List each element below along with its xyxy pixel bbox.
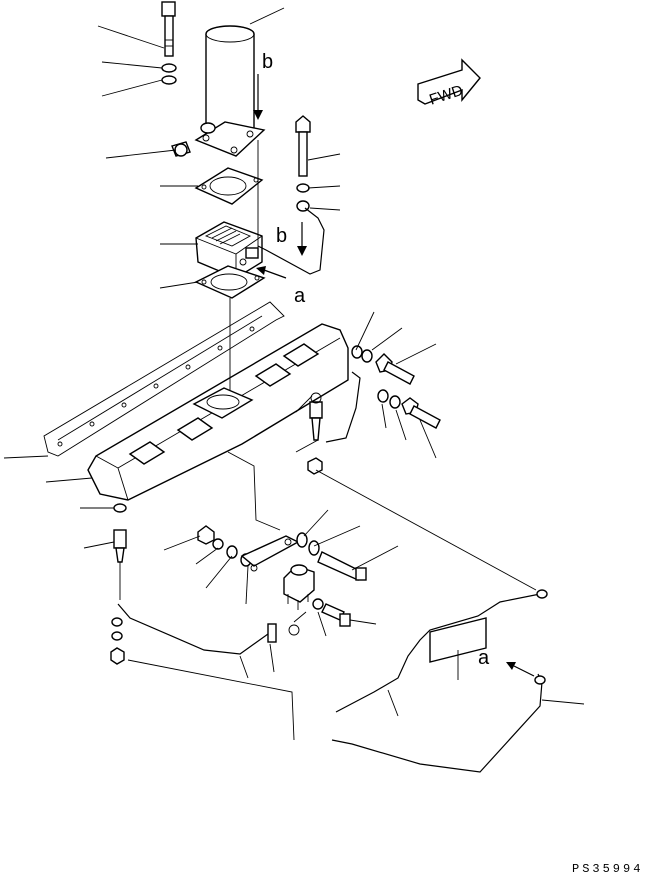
callout-a-upper: a [294, 285, 306, 307]
top-washer-1 [161, 63, 177, 73]
assembly-guide-line-3 [227, 451, 281, 531]
bracket-nut [197, 525, 215, 545]
cable-right-lower [331, 673, 543, 773]
callout-a-lower: a [478, 647, 490, 669]
manifold-washer-4 [389, 395, 401, 409]
cable-guide-line [315, 469, 537, 591]
lower-nut [110, 647, 125, 665]
manifold-washer-2 [361, 349, 373, 363]
gasket-upper [194, 167, 264, 205]
callout-b-lower: b [276, 225, 287, 247]
exhaust-elbow-pipe [194, 25, 266, 157]
manifold-bolt-1 [375, 353, 415, 385]
cable-right-upper [335, 593, 541, 713]
plug [171, 141, 191, 157]
harness-clip [267, 623, 300, 643]
actuator-washer [312, 598, 324, 610]
manifold-washer-3 [377, 389, 389, 403]
top-bolt [161, 1, 176, 57]
exhaust-manifold [43, 301, 349, 501]
lower-washer-2 [111, 631, 123, 641]
cable-clamp [429, 617, 487, 663]
nut-right [307, 457, 323, 475]
leader-lines [3, 7, 585, 717]
sensor-washer-left [113, 503, 127, 513]
harness-lower-left [117, 603, 269, 655]
bracket-washer-1 [212, 538, 224, 550]
cable-end-top [536, 589, 548, 599]
bracket-washer-5 [308, 540, 320, 556]
arrow-a-lower [506, 662, 535, 677]
harness-guide-line [127, 659, 295, 741]
gasket-lower [194, 265, 266, 299]
right-top-bolt [295, 115, 311, 177]
cable-end-right [534, 675, 546, 685]
solenoid-actuator [283, 564, 315, 610]
mounting-bracket [240, 535, 300, 572]
bracket-washer-2 [226, 545, 238, 559]
lower-washer-1 [111, 617, 123, 627]
actuator-tube-b [257, 207, 325, 275]
manifold-washer-1 [351, 345, 363, 359]
callout-b-upper: b [262, 51, 273, 73]
manifold-bolt-2 [401, 397, 441, 429]
arrow-a-upper [256, 266, 287, 279]
exhaust-valve-body [195, 221, 263, 279]
bracket-bolt [317, 551, 367, 581]
sensor-lead-right [325, 371, 361, 443]
temperature-sensor-left [113, 529, 127, 563]
fwd-direction-arrow: FWD [417, 58, 481, 109]
arrow-b-upper [253, 74, 263, 120]
right-washer-1 [296, 183, 310, 193]
arrow-b-lower [297, 222, 307, 256]
actuator-bolt [321, 603, 351, 627]
top-washer-2 [161, 75, 177, 85]
figure-code: PS35994 [572, 862, 643, 876]
bracket-washer-4 [296, 532, 308, 548]
